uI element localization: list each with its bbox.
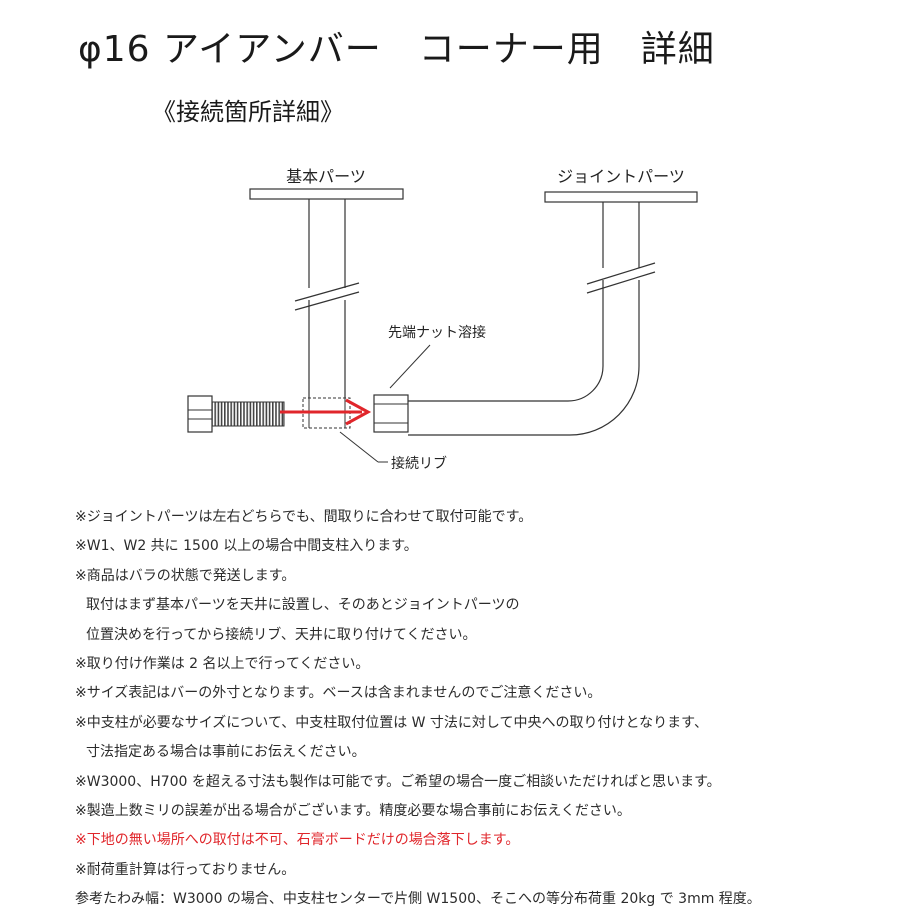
note-line: ※ジョイントパーツは左右どちらでも、間取りに合わせて取付可能です。: [75, 509, 533, 525]
note-line: ※製造上数ミリの誤差が出る場合がございます。精度必要な場合事前にお伝えください。: [75, 803, 631, 820]
leader-connection-rib: [339, 431, 379, 463]
note-line: 取付はまず基本パーツを天井に設置し、そのあとジョイントパーツの: [86, 597, 520, 614]
note-line: ※W1、W2 共に 1500 以上の場合中間支柱入ります。: [75, 538, 418, 555]
joint-parts-ceiling-plate: [544, 191, 698, 203]
base-parts-ceiling-plate: [249, 188, 404, 200]
warning-note: ※下地の無い場所への取付は不可、石膏ボードだけの場合落下します。: [75, 832, 520, 849]
note-line: ※商品はバラの状態で発送します。: [75, 567, 296, 584]
label-joint-parts: ジョイントパーツ: [557, 167, 685, 186]
label-base-parts: 基本パーツ: [286, 167, 366, 186]
base-parts-break-mark: [294, 282, 360, 311]
tip-nut: [373, 394, 409, 433]
note-line: ※耐荷重計算は行っておりません。: [75, 861, 296, 878]
label-tip-nut-weld: 先端ナット溶接: [388, 324, 486, 341]
joint-parts-pipe-outer-edge: [408, 202, 640, 436]
page-title: φ16 アイアンバー コーナー用 詳細: [78, 29, 715, 70]
connection-detail-diagram: 基本パーツ ジョイントパーツ 先端ナット溶接: [187, 167, 698, 472]
insert-arrow: [280, 398, 372, 426]
joint-parts-break-mark: [586, 262, 656, 294]
note-line: ※サイズ表記はバーの外寸となります。ベースは含まれませんのでご注意ください。: [75, 685, 602, 702]
note-line: ※中支柱が必要なサイズについて、中支柱取付位置は W 寸法に対して中央への取り付…: [75, 714, 708, 731]
bolt: [187, 395, 285, 433]
note-line: ※取り付け作業は 2 名以上で行ってください。: [75, 656, 370, 673]
note-line: 位置決めを行ってから接続リブ、天井に取り付けてください。: [86, 626, 477, 643]
joint-parts-pipe-inner-edge: [408, 202, 604, 402]
note-line: ※W3000、H700 を超える寸法も製作は可能です。ご希望の場合一度ご相談いた…: [75, 773, 721, 790]
section-subtitle: 《接続箇所詳細》: [152, 98, 344, 126]
leader-tip-nut-weld: [389, 344, 431, 389]
note-line: 寸法指定ある場合は事前にお伝えください。: [86, 744, 366, 761]
notes-list: ※ジョイントパーツは左右どちらでも、間取りに合わせて取付可能です。 ※W1、W2 …: [75, 503, 885, 915]
label-connection-rib: 接続リブ: [391, 455, 447, 472]
